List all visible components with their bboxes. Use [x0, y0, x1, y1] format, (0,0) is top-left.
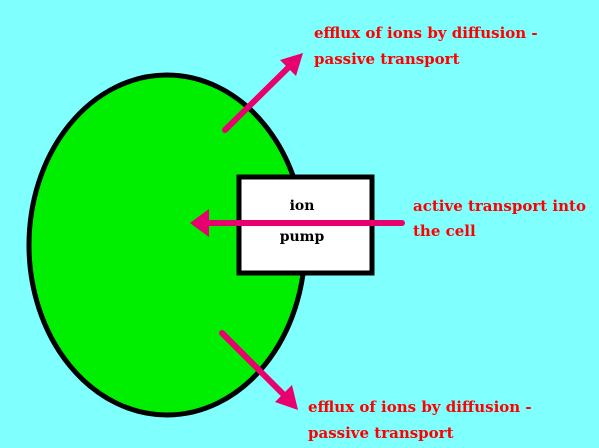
pump-label-line2: pump: [279, 229, 325, 245]
pump-label-line1: ion: [289, 198, 315, 214]
active-transport-arrowhead: [190, 209, 209, 237]
active-transport-label-line2: the cell: [413, 222, 476, 240]
active-transport-label-line1: active transport into: [413, 197, 586, 215]
efflux-top-label-line1: efflux of ions by diffusion -: [314, 24, 538, 42]
efflux-bottom-arrow-shaft: [219, 330, 290, 401]
efflux-top-arrow-shaft: [222, 60, 296, 133]
efflux-top-label-line2: passive transport: [314, 50, 460, 68]
efflux-top-arrowhead: [280, 53, 303, 76]
efflux-bottom-label-line1: efflux of ions by diffusion -: [308, 398, 532, 416]
efflux-bottom-arrowhead: [275, 385, 298, 410]
efflux-bottom-label-line2: passive transport: [308, 424, 454, 442]
